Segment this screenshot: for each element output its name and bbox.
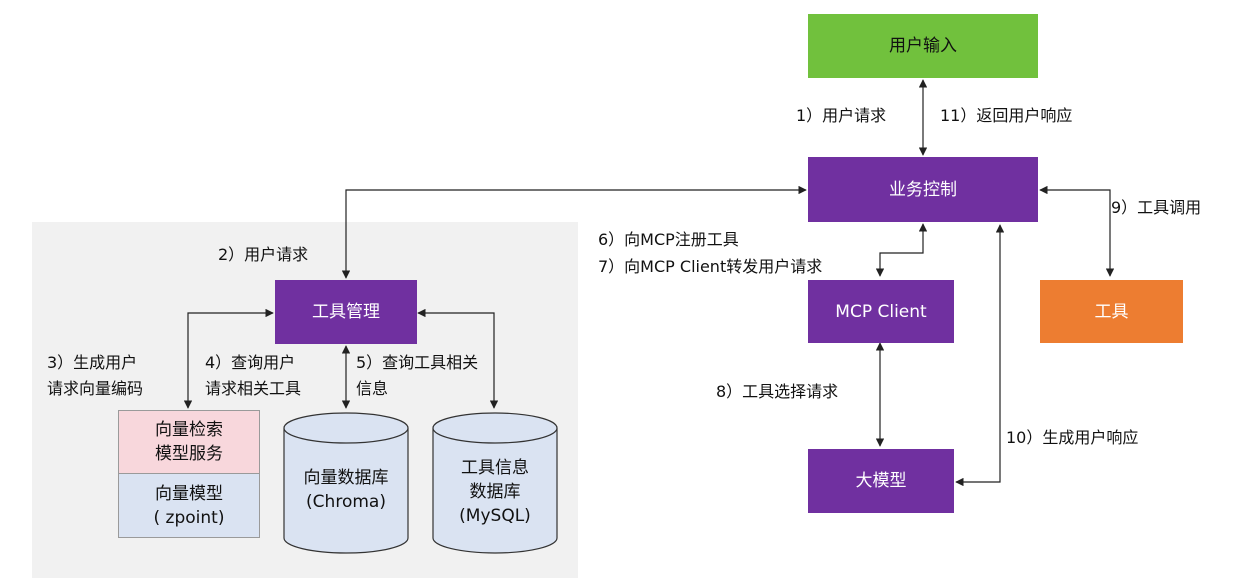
tool-db-line1: 工具信息	[461, 458, 529, 478]
edge-label-9: 9）工具调用	[1111, 198, 1202, 217]
edge-control-mcp	[875, 223, 928, 277]
edge-label-2: 2）用户请求	[218, 245, 309, 264]
edge-label-6: 6）向MCP注册工具	[598, 230, 739, 249]
mcp-client-node: MCP Client	[808, 280, 954, 343]
edge-label-1: 1）用户请求	[796, 106, 887, 125]
llm-node: 大模型	[808, 449, 954, 513]
vector-service-line2: 模型服务	[155, 444, 223, 464]
edge-control-tool	[1039, 185, 1115, 277]
edge-label-5a: 5）查询工具相关	[356, 353, 479, 372]
tool-db-label: 工具信息 数据库 (MySQL)	[433, 444, 557, 540]
business-control-label: 业务控制	[889, 179, 957, 200]
vector-retrieval-service-box: 向量检索 模型服务	[118, 410, 260, 474]
vector-db-label: 向量数据库 (Chroma)	[284, 450, 408, 530]
user-input-node: 用户输入	[808, 14, 1038, 78]
user-input-label: 用户输入	[889, 36, 957, 56]
edge-label-5b: 信息	[356, 379, 389, 398]
edge-label-8: 8）工具选择请求	[716, 382, 839, 401]
tool-db-line2: 数据库	[469, 482, 521, 502]
edge-label-4b: 请求相关工具	[205, 379, 302, 398]
tool-db-line3: (MySQL)	[459, 506, 531, 526]
edge-label-3a: 3）生成用户	[47, 353, 138, 372]
vector-model-box: 向量模型 ( zpoint)	[118, 474, 260, 538]
mcp-client-label: MCP Client	[835, 301, 927, 322]
edge-llm-control	[955, 224, 1005, 487]
edge-label-4a: 4）查询用户	[205, 353, 296, 372]
edge-toolmgmt-tooldb	[417, 308, 499, 409]
vector-service-line1: 向量检索	[155, 420, 223, 440]
tool-node: 工具	[1040, 280, 1183, 343]
vector-db-cylinder	[283, 412, 409, 554]
vector-db-line2: (Chroma)	[306, 492, 386, 512]
llm-label: 大模型	[855, 471, 907, 491]
edge-label-10: 10）生成用户响应	[1006, 428, 1139, 447]
edge-toolmgmt-vector-service	[183, 308, 274, 409]
edge-label-7: 7）向MCP Client转发用户请求	[598, 257, 823, 276]
tool-management-label: 工具管理	[312, 302, 380, 322]
tool-label: 工具	[1094, 301, 1129, 322]
edge-control-toolmgmt	[341, 185, 807, 279]
tool-management-node: 工具管理	[275, 280, 417, 344]
vector-model-line1: 向量模型	[155, 483, 223, 504]
business-control-node: 业务控制	[808, 157, 1038, 222]
edge-label-3b: 请求向量编码	[47, 379, 144, 398]
tool-db-cylinder	[432, 412, 558, 554]
vector-db-line1: 向量数据库	[303, 468, 389, 488]
edge-label-11: 11）返回用户响应	[940, 106, 1073, 125]
vector-model-line2: ( zpoint)	[153, 507, 225, 528]
